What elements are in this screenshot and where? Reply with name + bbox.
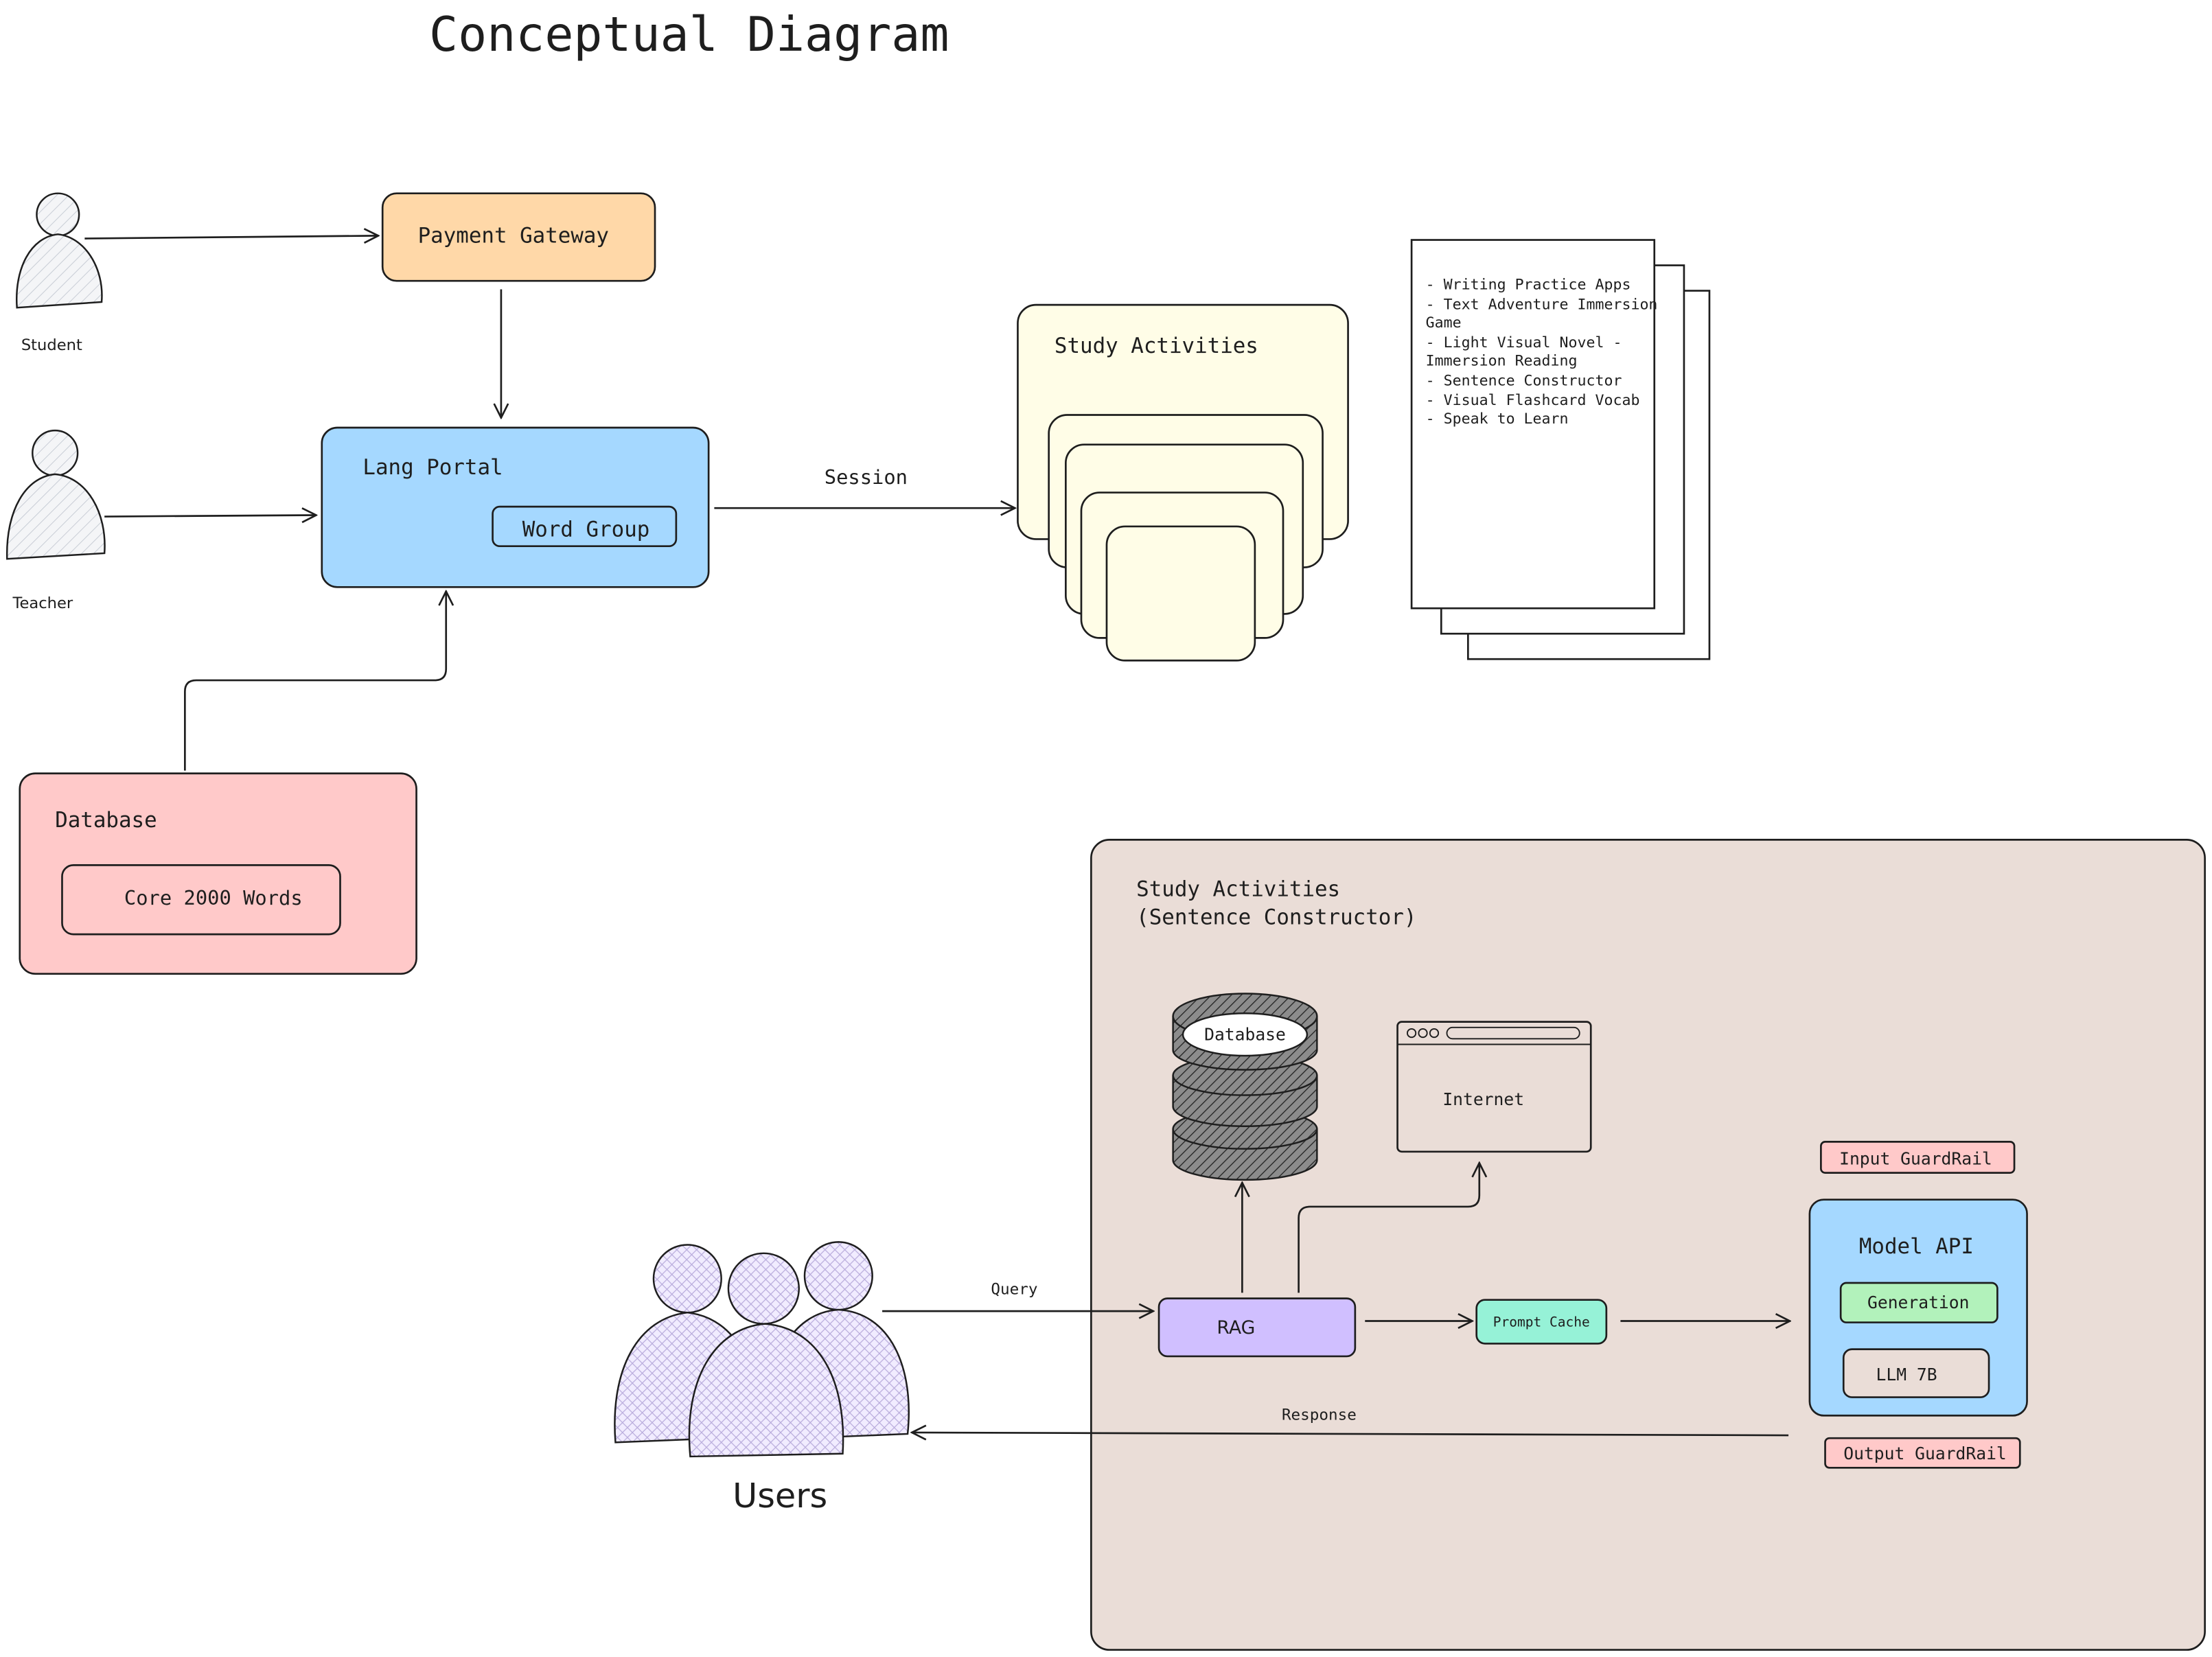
db-cylinder-label: Database — [1204, 1024, 1286, 1044]
input-guardrail-label: Input GuardRail — [1839, 1148, 1992, 1168]
word-group-box[interactable] — [492, 505, 678, 548]
database-cylinder-icon[interactable] — [1172, 993, 1318, 1181]
rag-to-internet-arrow — [1298, 1163, 1479, 1293]
lang-portal-label: Lang Portal — [362, 455, 503, 480]
activities-list: - Writing Practice Apps - Text Adventure… — [1426, 277, 1667, 428]
activity-line: - Visual Flashcard Vocab — [1426, 392, 1640, 409]
users-label: Users — [733, 1476, 827, 1516]
activity-line: - Speak to Learn — [1426, 410, 1569, 428]
core-words-box[interactable] — [61, 864, 341, 936]
llm-label: LLM 7B — [1876, 1365, 1937, 1384]
prompt-cache-label: Prompt Cache — [1493, 1314, 1590, 1330]
panel-title-line1: Study Activities — [1136, 877, 1340, 902]
activity-line: Game — [1426, 314, 1462, 332]
prompt-cache-box[interactable] — [1475, 1299, 1608, 1345]
input-guardrail-box[interactable] — [1820, 1141, 2016, 1174]
student-to-payment-arrow — [84, 235, 378, 238]
llm-box[interactable] — [1842, 1348, 1990, 1398]
sentence-constructor-panel — [1090, 839, 2206, 1651]
internet-browser-icon[interactable] — [1396, 1021, 1592, 1153]
output-guardrail-box[interactable] — [1824, 1437, 2021, 1469]
student-actor — [15, 192, 103, 309]
model-api-label: Model API — [1859, 1234, 1974, 1259]
activity-line: - Light Visual Novel - — [1426, 334, 1622, 351]
study-activities-label: Study Activities — [1055, 334, 1258, 358]
student-label: Student — [21, 336, 82, 354]
core-words-label: Core 2000 Words — [124, 886, 303, 909]
word-group-label: Word Group — [522, 517, 650, 542]
response-label: Response — [1282, 1406, 1357, 1424]
diagram-title: Conceptual Diagram — [429, 7, 949, 62]
activity-line: Immersion Reading — [1426, 353, 1578, 370]
query-label: Query — [991, 1280, 1037, 1298]
database-label: Database — [55, 808, 157, 833]
activity-line: - Writing Practice Apps — [1426, 277, 1631, 294]
rag-box[interactable] — [1157, 1297, 1357, 1358]
users-group — [614, 1241, 910, 1458]
teacher-actor — [6, 429, 106, 560]
rag-label: RAG — [1217, 1317, 1255, 1339]
activity-line: - Text Adventure Immersion — [1426, 296, 1658, 313]
activities-document[interactable] — [1410, 239, 1711, 660]
teacher-label: Teacher — [12, 594, 73, 612]
activity-line: - Sentence Constructor — [1426, 372, 1622, 389]
panel-title-line2: (Sentence Constructor) — [1136, 905, 1416, 930]
session-label: Session — [825, 465, 908, 489]
response-arrow — [912, 1433, 1789, 1435]
study-activities-stack[interactable] — [1017, 303, 1349, 662]
database-to-portal-arrow — [184, 592, 446, 771]
payment-gateway-label: Payment Gateway — [418, 224, 609, 248]
output-guardrail-label: Output GuardRail — [1843, 1444, 2007, 1463]
generation-box[interactable] — [1839, 1282, 1998, 1323]
internet-label: Internet — [1442, 1089, 1524, 1109]
teacher-to-portal-arrow — [104, 515, 316, 516]
generation-label: Generation — [1867, 1293, 1969, 1312]
payment-gateway-box[interactable] — [381, 192, 656, 282]
